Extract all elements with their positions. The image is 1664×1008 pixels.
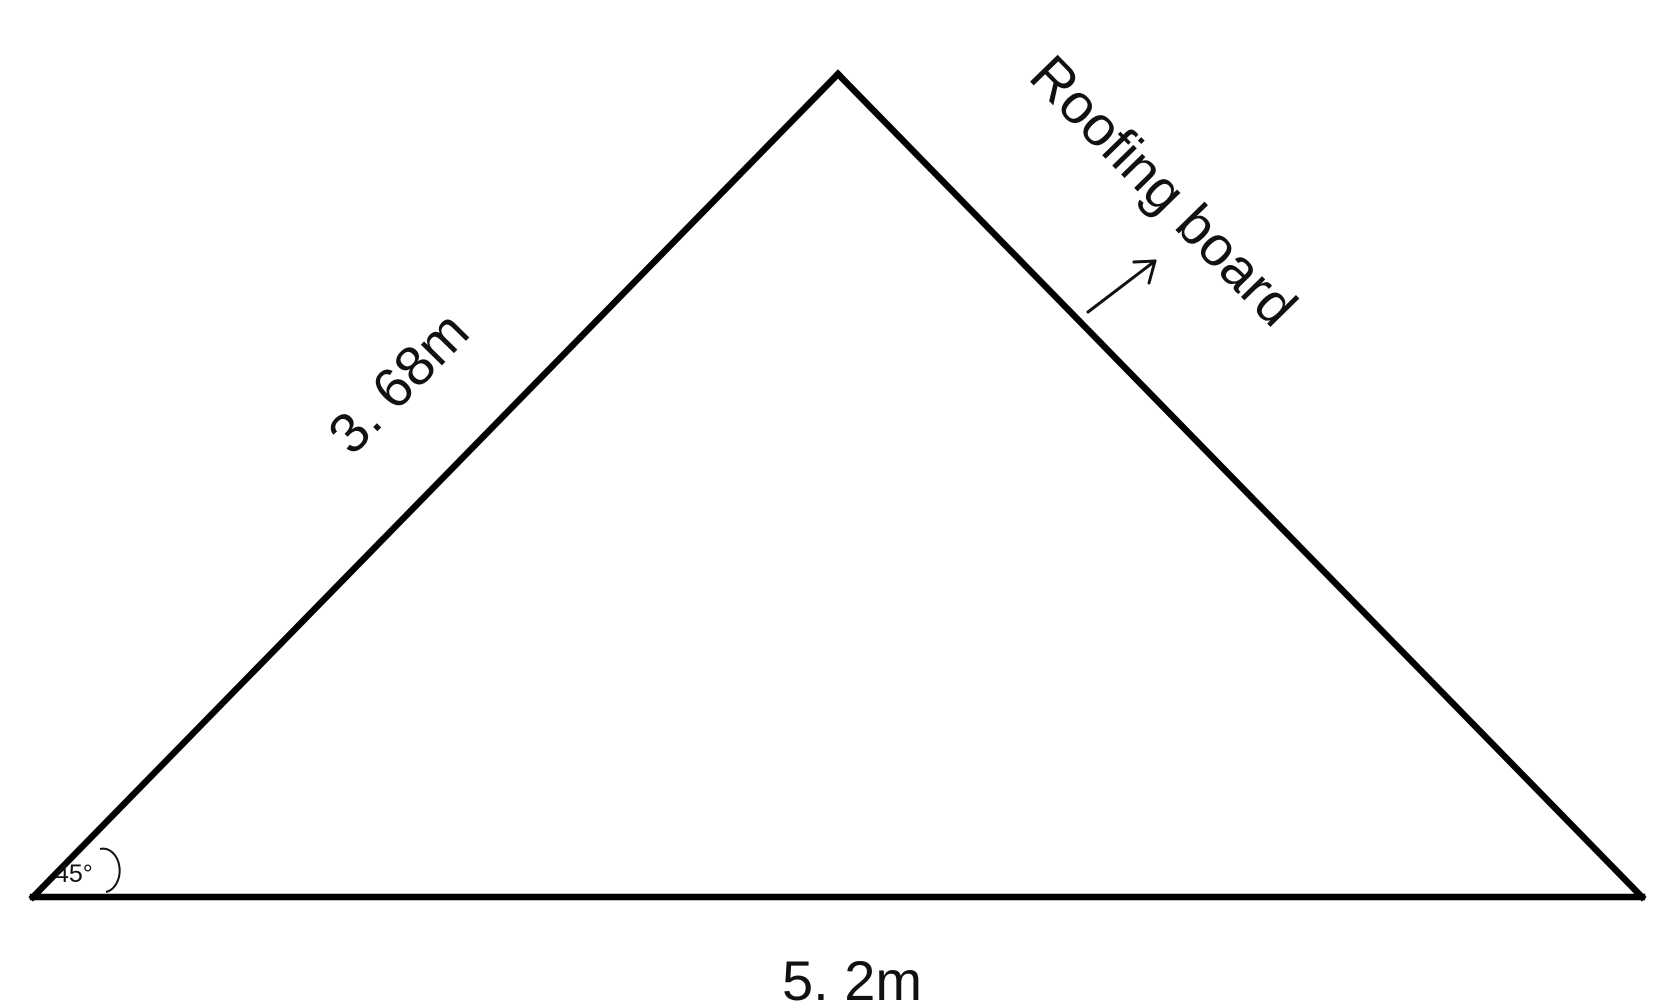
right-edge <box>833 69 1647 902</box>
base-length-label: 5. 2m <box>782 949 922 1008</box>
angle-arc <box>99 847 121 893</box>
side-length-label: 3. 68m <box>316 299 481 465</box>
angle-label: 45° <box>55 860 93 888</box>
roofing-board-label: Roofing board <box>1018 43 1309 338</box>
pointer-arrow-icon <box>1086 259 1157 314</box>
left-edge <box>28 69 843 902</box>
